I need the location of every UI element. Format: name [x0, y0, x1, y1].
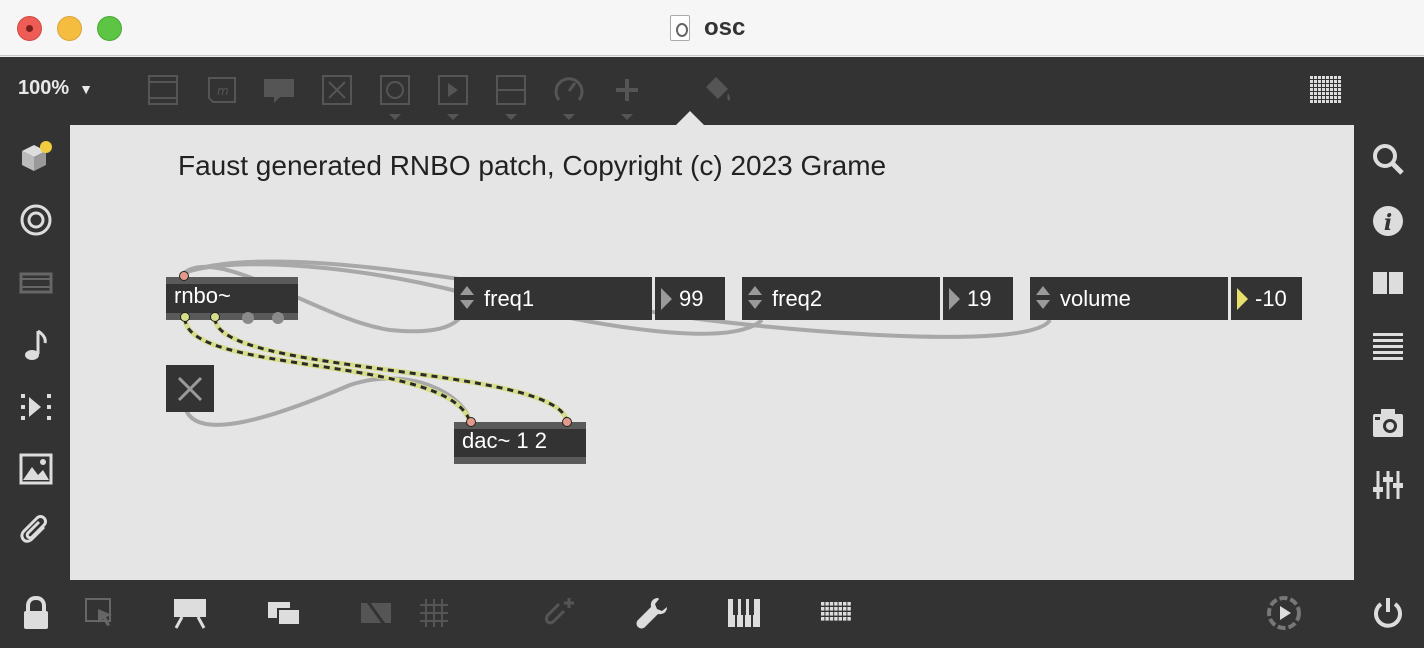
up-down-arrows-icon	[460, 284, 474, 314]
number-object-icon[interactable]	[436, 73, 470, 107]
dac-inlet-bar	[454, 422, 586, 429]
comment-icon[interactable]	[262, 73, 296, 107]
param-volume[interactable]: volume	[1030, 277, 1228, 320]
zoom-label: 100%	[18, 77, 70, 99]
rnbo-inlet-bar	[166, 277, 298, 284]
rnbo-object-label: rnbo~	[174, 283, 231, 308]
step-forward-icon[interactable]	[16, 387, 56, 427]
param-volume-label: volume	[1060, 286, 1131, 311]
canvas-notch	[676, 111, 704, 125]
dac-inlet-left[interactable]	[466, 417, 476, 427]
param-freq1-label: freq1	[484, 286, 535, 311]
music-note-icon[interactable]	[16, 325, 56, 365]
dial-dropdown-icon[interactable]	[563, 114, 575, 120]
presentation-mode-icon[interactable]	[170, 593, 210, 633]
slider-dropdown-icon[interactable]	[505, 114, 517, 120]
add-attachment-icon[interactable]	[540, 593, 580, 633]
rnbo-outlet-right[interactable]	[210, 312, 220, 322]
grid-keypad-icon[interactable]	[1308, 73, 1342, 107]
lock-icon[interactable]	[16, 593, 56, 633]
number-freq1[interactable]: 99	[655, 277, 725, 320]
minimize-window-button[interactable]	[57, 16, 82, 41]
close-window-button[interactable]	[17, 16, 42, 41]
rnbo-outlet-bar	[166, 313, 298, 320]
signal-cord-left	[182, 317, 473, 423]
mixer-sliders-icon[interactable]	[1368, 465, 1408, 505]
slider-object-icon[interactable]	[494, 73, 528, 107]
chevron-down-icon: ▼	[79, 80, 94, 97]
close-x-icon	[177, 376, 203, 401]
cord-toggle-to-dac	[183, 376, 472, 427]
dac-inlet-right[interactable]	[562, 417, 572, 427]
patch-canvas[interactable]: Faust generated RNBO patch, Copyright (c…	[70, 125, 1354, 580]
signal-cord-right-dash	[213, 317, 569, 423]
image-icon[interactable]	[16, 449, 56, 489]
dac-bottom-bar	[454, 457, 586, 464]
packages-cube-icon[interactable]	[16, 137, 56, 177]
rnbo-outlet-4[interactable]	[272, 312, 284, 324]
patch-cords	[182, 259, 1052, 427]
maximize-window-button[interactable]	[97, 16, 122, 41]
search-icon[interactable]	[1368, 139, 1408, 179]
button-object-icon[interactable]	[378, 73, 412, 107]
audio-play-icon[interactable]	[1264, 593, 1304, 633]
patch-comment: Faust generated RNBO patch, Copyright (c…	[178, 150, 887, 181]
piano-keyboard-icon[interactable]	[724, 593, 764, 633]
power-icon[interactable]	[1368, 593, 1408, 633]
plus-dropdown-icon[interactable]	[621, 114, 633, 120]
dial-object-icon[interactable]	[552, 73, 586, 107]
up-down-arrows-icon	[748, 284, 762, 314]
presentation-panel-icon[interactable]	[146, 73, 180, 107]
toggle-object-icon[interactable]	[320, 73, 354, 107]
number-triangle-icon	[949, 288, 960, 310]
svg-text:i: i	[1384, 210, 1392, 236]
signal-cord-right	[212, 317, 570, 423]
dac-object[interactable]: dac~ 1 2	[454, 422, 586, 464]
number-dropdown-icon[interactable]	[447, 114, 459, 120]
param-freq2[interactable]: freq2	[742, 277, 940, 320]
split-view-icon[interactable]	[1368, 263, 1408, 303]
message-box-icon[interactable]: m	[205, 73, 239, 107]
number-freq2[interactable]: 19	[943, 277, 1013, 320]
number-volume-value: -10	[1255, 286, 1287, 311]
patcher-frame: 100% ▼ m	[0, 57, 1424, 648]
rnbo-outlet-left[interactable]	[180, 312, 190, 322]
svg-text:m: m	[217, 84, 229, 98]
paint-bucket-icon[interactable]	[700, 73, 734, 107]
rnbo-outlet-3[interactable]	[242, 312, 254, 324]
rnbo-inlet[interactable]	[179, 271, 189, 281]
grid-snap-icon[interactable]	[414, 593, 454, 633]
signal-cord-left-dash	[183, 317, 472, 423]
up-down-arrows-icon	[1036, 284, 1050, 314]
dac-object-label: dac~ 1 2	[462, 428, 548, 453]
select-pointer-icon[interactable]	[80, 593, 120, 633]
paperclip-icon[interactable]	[16, 511, 56, 551]
number-freq2-value: 19	[967, 286, 992, 311]
windows-stack-icon[interactable]	[264, 593, 304, 633]
info-icon[interactable]: i	[1368, 201, 1408, 241]
list-icon[interactable]	[1368, 325, 1408, 365]
zoom-menu[interactable]: 100% ▼	[18, 77, 93, 100]
document-icon	[670, 15, 690, 41]
button-dropdown-icon[interactable]	[389, 114, 401, 120]
number-triangle-icon	[1237, 288, 1248, 310]
number-triangle-icon	[661, 288, 672, 310]
number-freq1-value: 99	[679, 286, 704, 311]
param-freq1[interactable]: freq1	[454, 277, 652, 320]
snapshot-camera-icon[interactable]	[1368, 403, 1408, 443]
target-icon[interactable]	[16, 200, 56, 240]
title-group: osc	[670, 14, 745, 42]
param-freq2-label: freq2	[772, 286, 823, 311]
window-title: osc	[704, 14, 746, 41]
wrench-icon[interactable]	[632, 593, 672, 633]
plus-icon[interactable]	[610, 73, 644, 107]
mute-display-icon[interactable]	[356, 593, 396, 633]
film-icon[interactable]	[16, 263, 56, 303]
number-volume[interactable]: -10	[1231, 277, 1302, 320]
toggle-object[interactable]	[166, 365, 214, 412]
computer-keyboard-icon[interactable]	[816, 593, 856, 633]
title-bar: osc	[0, 0, 1424, 56]
